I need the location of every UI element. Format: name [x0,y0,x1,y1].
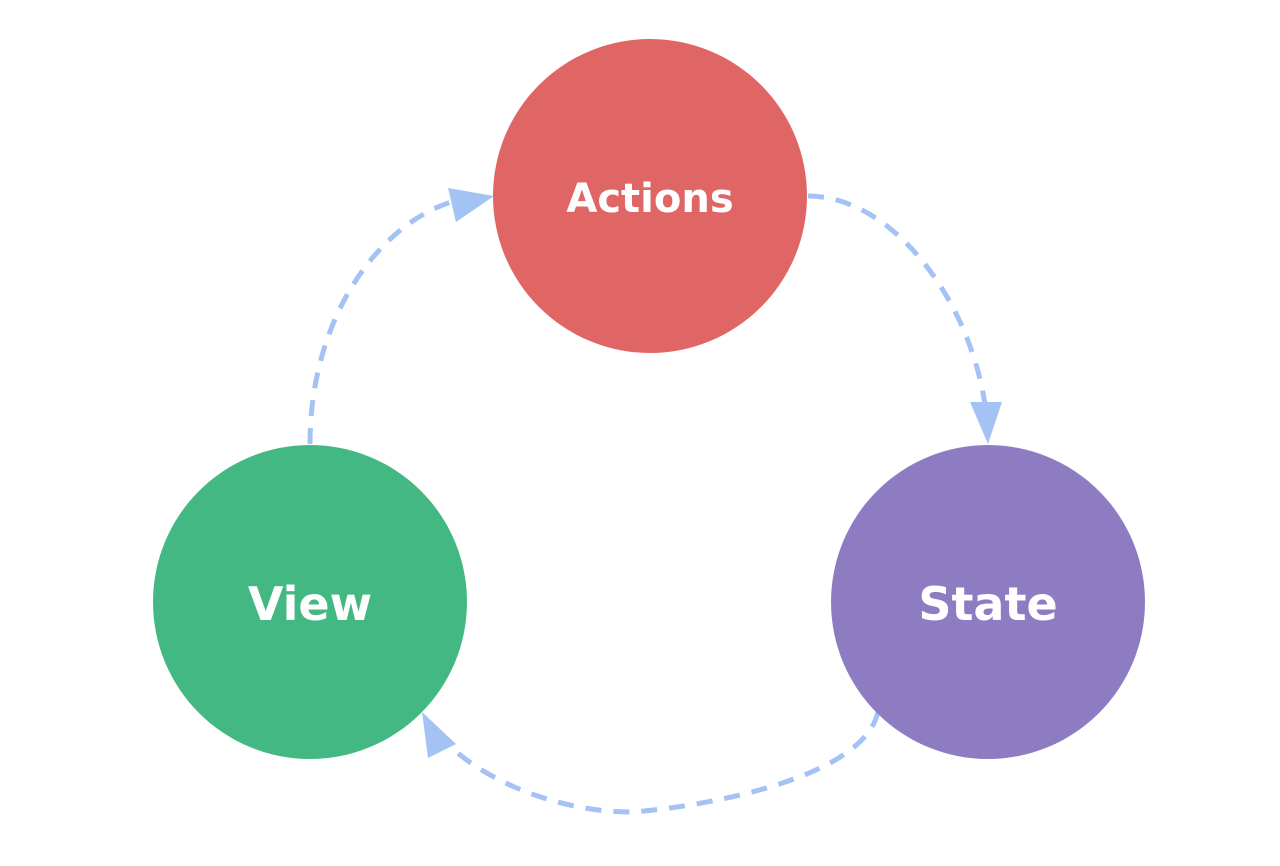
node-view: View [153,445,467,759]
arrowhead-actions-icon [448,188,494,222]
node-state-circle [831,445,1145,759]
node-actions-circle [493,39,807,353]
arrow-actions-to-state [807,193,991,439]
arrowhead-view-icon [422,712,456,758]
node-view-label: View [248,577,372,631]
node-state-label: State [918,577,1057,631]
arrow-view-to-actions [307,193,489,445]
node-actions-label: Actions [566,176,733,222]
node-actions: Actions [493,39,807,353]
node-state: State [831,445,1145,759]
arrowhead-state-icon [970,402,1002,444]
arrow-state-to-view [425,711,881,815]
node-view-circle [153,445,467,759]
